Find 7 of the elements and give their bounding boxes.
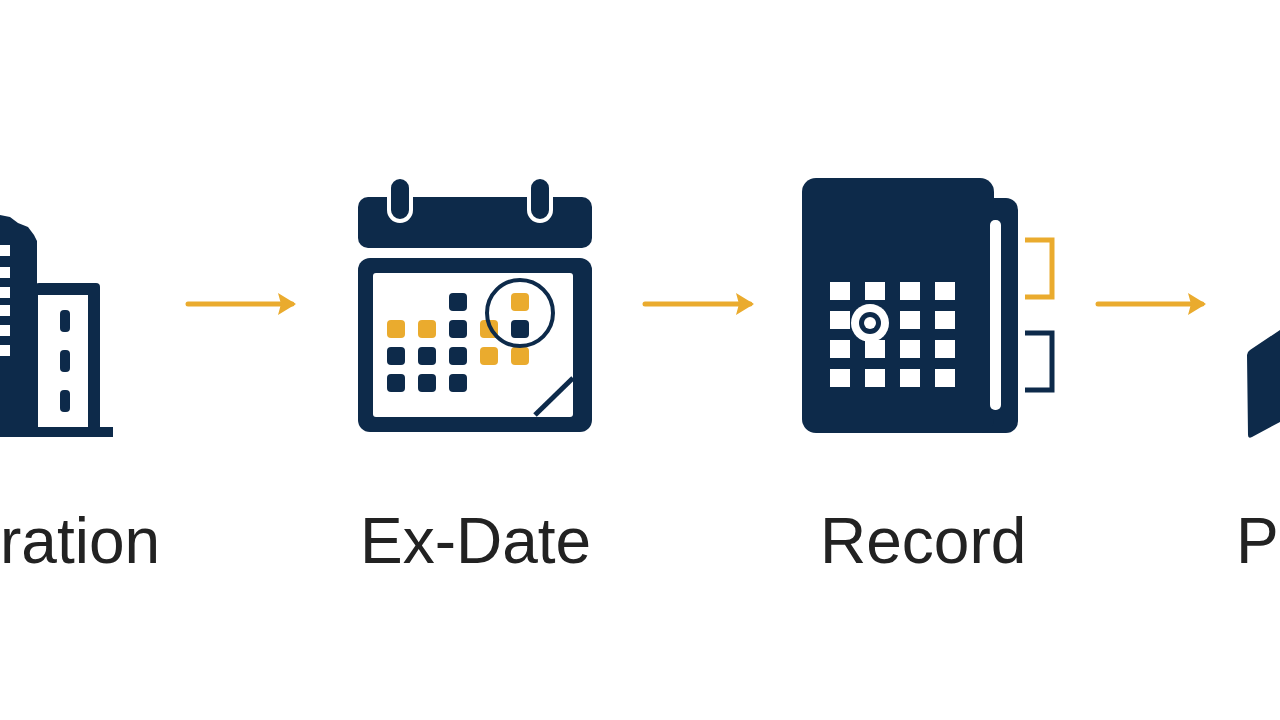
step-label: Ex-Date <box>360 509 592 573</box>
arrow <box>185 293 296 315</box>
step-label: ration <box>0 509 161 573</box>
arrow <box>1095 293 1206 315</box>
step-label: P <box>1236 509 1279 573</box>
arrow <box>642 293 754 315</box>
step-label: Record <box>820 509 1027 573</box>
